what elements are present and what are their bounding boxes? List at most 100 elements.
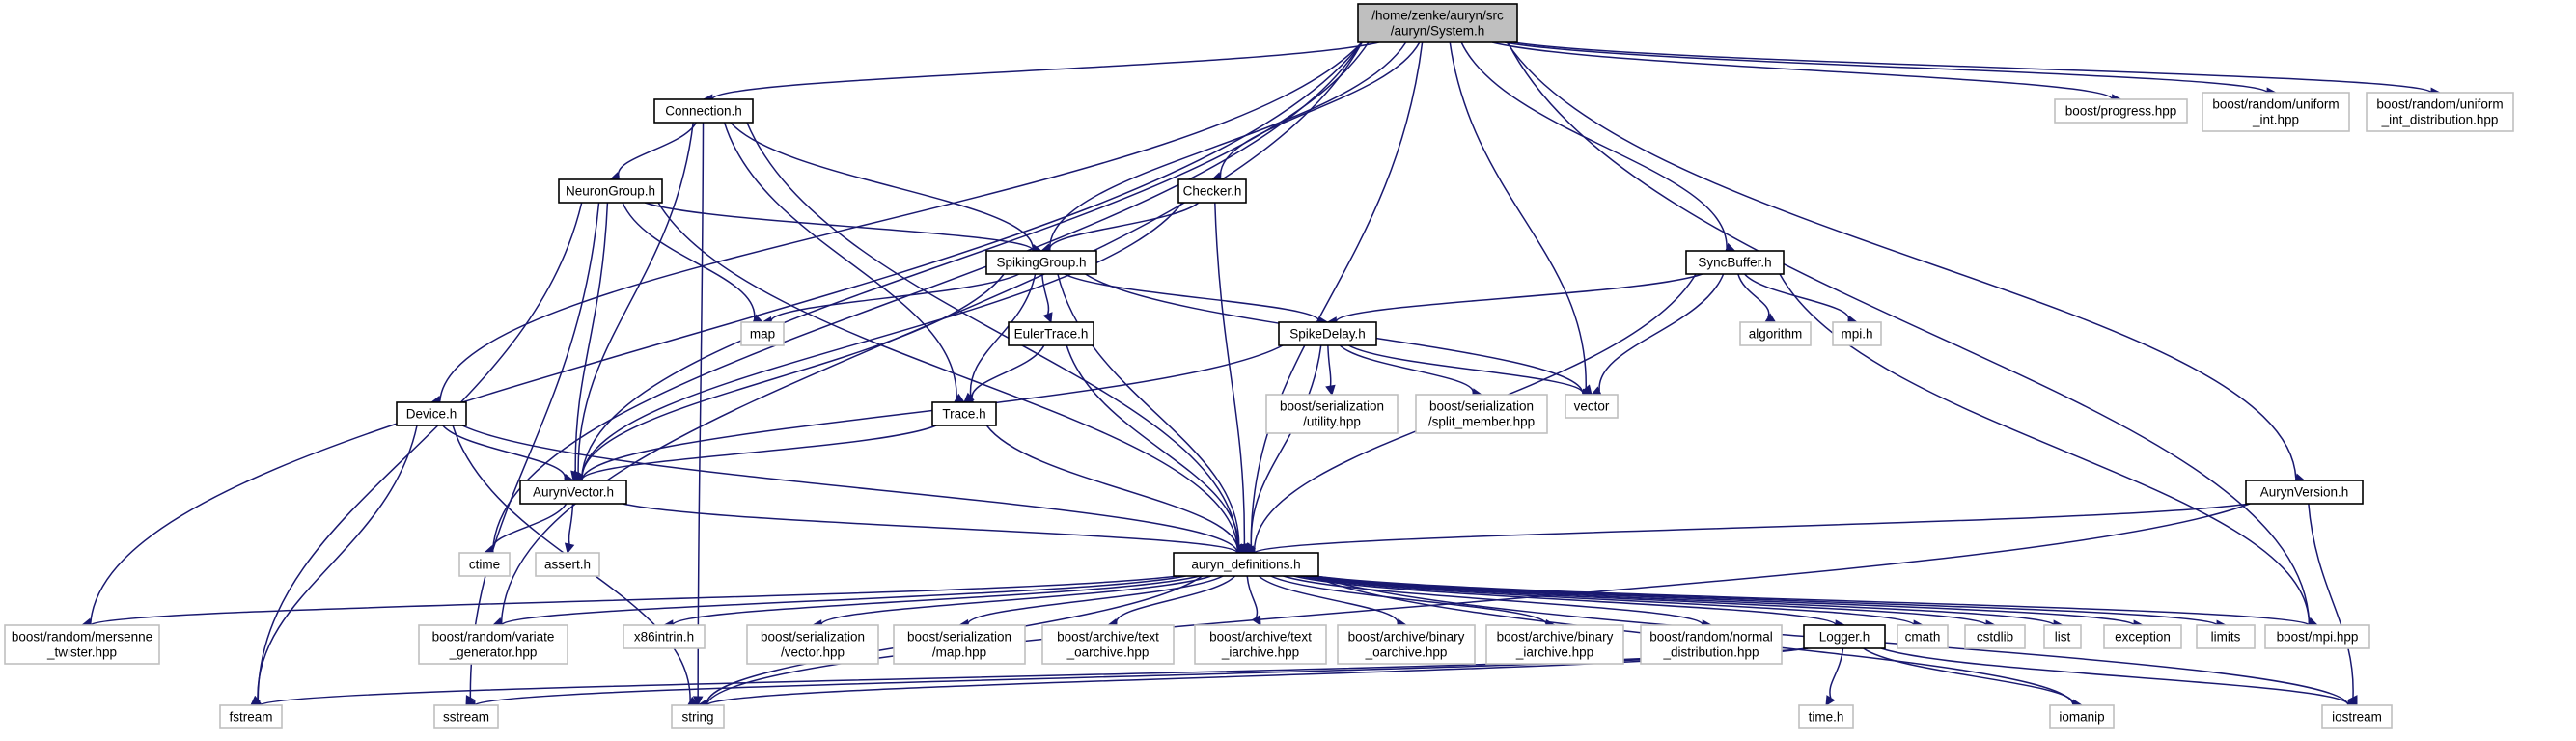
node-label: boost/progress.hpp	[2065, 104, 2177, 119]
edge-line	[1348, 344, 1584, 395]
node-label: auryn_definitions.h	[1191, 558, 1300, 572]
edge-connection-to-aurynvector	[572, 122, 694, 481]
edge-aurynversion-to-defs	[1244, 503, 2251, 559]
node-aurynvector[interactable]: AurynVector.h	[519, 480, 627, 505]
node-label: _oarchive.hpp	[1066, 645, 1150, 660]
edge-line	[581, 202, 1183, 480]
node-label: mpi.h	[1841, 327, 1872, 342]
node-box	[671, 704, 725, 729]
node-fstream: fstream	[219, 704, 283, 729]
node-box	[219, 704, 283, 729]
edge-line	[574, 202, 609, 473]
node-spikinggroup[interactable]: SpikingGroup.h	[985, 250, 1097, 275]
node-mpih: mpi.h	[1832, 321, 1882, 346]
edge-synbuffer-to-algorithm	[1737, 273, 1777, 323]
node-box	[1194, 624, 1327, 665]
node-string: string	[671, 704, 725, 729]
edge-arrowhead	[570, 470, 581, 482]
edge-spikedelay-to-aurynvector	[571, 344, 1284, 485]
edge-line	[706, 503, 2251, 705]
edge-aurynvector-to-assert	[564, 503, 575, 555]
node-label: limits	[2211, 630, 2241, 645]
node-label: ctime	[469, 558, 500, 572]
node-label: /vector.hpp	[781, 645, 845, 660]
node-label: NeuronGroup.h	[566, 184, 655, 199]
edge-line	[1314, 575, 2218, 626]
edge-spikedelay-to-serutility	[1325, 344, 1336, 397]
node-system[interactable]: /home/zenke/auryn/src/auryn/System.h	[1357, 3, 1518, 43]
node-spikedelay[interactable]: SpikeDelay.h	[1278, 321, 1377, 346]
edge-device-to-fstream	[250, 425, 418, 706]
edge-spikinggroup-to-spikedelay	[1064, 273, 1329, 327]
node-aurynversion[interactable]: AurynVersion.h	[2245, 480, 2364, 505]
edge-line	[697, 122, 705, 698]
edge-line	[1507, 41, 2311, 623]
edge-system-to-vector	[1449, 41, 1593, 396]
node-neurongroup[interactable]: NeuronGroup.h	[558, 178, 663, 204]
node-box	[1337, 624, 1476, 665]
edge-system-to-connection	[702, 41, 1379, 104]
edge-line	[1744, 273, 1849, 321]
node-vector: vector	[1565, 394, 1619, 419]
edge-line	[985, 425, 1238, 551]
edge-line	[257, 425, 418, 700]
node-biniarchive: boost/archive/binary_iarchive.hpp	[1485, 624, 1624, 665]
node-box	[2202, 92, 2350, 132]
edge-line	[491, 41, 1363, 551]
node-box	[2043, 624, 2082, 649]
node-trace[interactable]: Trace.h	[931, 401, 997, 426]
edge-line	[259, 647, 1809, 706]
node-box	[4, 624, 160, 665]
node-box	[1177, 178, 1247, 204]
edge-line	[1829, 647, 1844, 699]
edge-line	[1064, 273, 1320, 322]
edge-arrowhead	[1042, 312, 1053, 324]
node-box	[1897, 624, 1949, 649]
node-synbuffer[interactable]: SyncBuffer.h	[1685, 250, 1785, 275]
node-label: _int.hpp	[2252, 113, 2299, 127]
edge-logger-to-iostream	[1880, 647, 2359, 710]
edge-line	[1314, 575, 2349, 705]
node-connection[interactable]: Connection.h	[653, 98, 754, 124]
node-timeh: time.h	[1798, 704, 1854, 729]
node-box	[396, 401, 467, 426]
node-defs[interactable]: auryn_definitions.h	[1173, 552, 1319, 577]
node-device[interactable]: Device.h	[396, 401, 467, 426]
edge-line	[581, 425, 937, 480]
edge-spikinggroup-to-defs	[1057, 273, 1247, 554]
node-box	[1173, 552, 1319, 577]
node-box	[1685, 250, 1785, 275]
edge-spikinggroup-to-map	[761, 273, 1020, 327]
edge-line	[581, 344, 1284, 480]
edge-line	[1250, 344, 1322, 546]
node-checker[interactable]: Checker.h	[1177, 178, 1247, 204]
node-label: Checker.h	[1183, 184, 1242, 199]
node-label: boost/serialization	[761, 630, 865, 645]
node-label: Trace.h	[942, 407, 985, 422]
edge-line	[1339, 344, 1474, 394]
node-label: _twister.hpp	[46, 645, 117, 660]
edge-line	[1737, 273, 1770, 318]
edge-line	[622, 503, 1238, 554]
node-logger[interactable]: Logger.h	[1803, 624, 1886, 649]
edge-line	[1335, 273, 1703, 323]
edge-aurynversion-to-iostream	[2308, 503, 2358, 706]
edge-line	[1880, 647, 2349, 705]
node-eulertrace[interactable]: EulerTrace.h	[1008, 321, 1094, 346]
edge-synbuffer-to-mpih	[1744, 273, 1859, 326]
edge-line	[1299, 575, 1915, 626]
edge-line	[1491, 41, 2114, 100]
edge-logger-to-timeh	[1825, 647, 1844, 706]
node-box	[418, 624, 568, 665]
edge-line	[1327, 344, 1332, 387]
edge-line	[1314, 575, 2310, 626]
node-textiarchive: boost/archive/text_iarchive.hpp	[1194, 624, 1327, 665]
node-ctime: ctime	[458, 552, 511, 577]
node-box	[1640, 624, 1783, 665]
edge-line	[1270, 575, 1547, 625]
node-box	[558, 178, 663, 204]
edge-arrowhead	[1825, 695, 1836, 706]
node-box	[2196, 624, 2256, 649]
edge-line	[581, 273, 1005, 480]
node-iomanip: iomanip	[2049, 704, 2115, 729]
